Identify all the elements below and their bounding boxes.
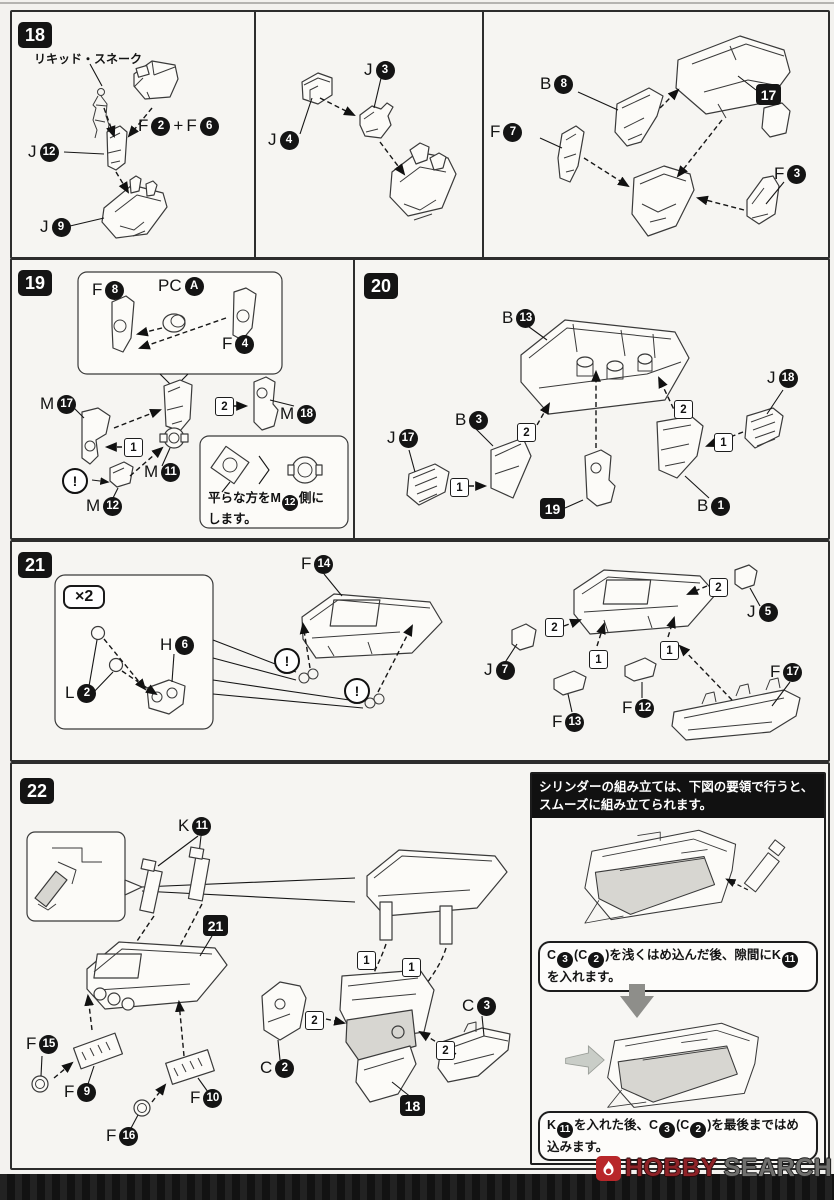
- caution-mark: !: [344, 678, 370, 704]
- multiplier-x2: ×2: [63, 585, 106, 609]
- tip-header: シリンダーの組み立ては、下図の要領で行うと、 スムーズに組み立てられます。: [532, 774, 824, 819]
- seq-box-1: 1: [402, 958, 421, 977]
- step18-middle-drawing: [299, 72, 457, 221]
- seq-box-1: 1: [660, 641, 679, 660]
- panel-divider: [254, 12, 256, 257]
- bottom-scan-bar: [0, 1174, 834, 1200]
- hobby-search-watermark: HOBBY SEARCH: [596, 1154, 832, 1183]
- step-badge-19: 19: [18, 270, 52, 296]
- step20-drawing: [406, 319, 784, 509]
- step18-right-drawing: [539, 35, 791, 237]
- logo-text-hobby: HOBBY: [625, 1154, 718, 1182]
- seq-box-2: 2: [545, 618, 564, 637]
- caution-mark: !: [274, 648, 300, 674]
- seq-box-2: 2: [517, 423, 536, 442]
- seq-box-2: 2: [305, 1011, 324, 1030]
- seq-box-2: 2: [674, 400, 693, 419]
- seq-box-1: 1: [124, 438, 143, 457]
- step19-drawing: [71, 271, 349, 529]
- seq-box-2: 2: [436, 1041, 455, 1060]
- seq-box-1: 1: [589, 650, 608, 669]
- panel-divider: [482, 12, 484, 257]
- step-badge-21: 21: [18, 552, 52, 578]
- hobby-search-flame-icon: [596, 1156, 621, 1181]
- step18-left-drawing: [63, 60, 179, 239]
- seq-box-1: 1: [357, 951, 376, 970]
- tip-illustration-1: [584, 829, 786, 924]
- down-arrow: [620, 983, 654, 1018]
- ref-badge-18: 18: [400, 1095, 425, 1116]
- seq-box-1: 1: [450, 478, 469, 497]
- ref-badge-21: 21: [203, 915, 228, 936]
- caution-mark: !: [62, 468, 88, 494]
- logo-text-search: SEARCH: [723, 1154, 833, 1182]
- scan-edge-line: [0, 2, 834, 4]
- ref-badge-17: 17: [756, 84, 781, 105]
- seq-box-2: 2: [215, 397, 234, 416]
- seq-box-2: 2: [709, 578, 728, 597]
- tip-illustration-2: [565, 1022, 759, 1108]
- step21-drawing: [54, 564, 801, 741]
- label-liquid-snake: リキッド・スネーク: [34, 52, 143, 66]
- step-badge-20: 20: [364, 273, 398, 299]
- ref-badge-19: 19: [540, 498, 565, 519]
- step22-drawing: [26, 831, 511, 1131]
- step-badge-18: 18: [18, 22, 52, 48]
- step-badge-22: 22: [20, 778, 54, 804]
- panel-divider: [353, 260, 355, 538]
- seq-box-1: 1: [714, 433, 733, 452]
